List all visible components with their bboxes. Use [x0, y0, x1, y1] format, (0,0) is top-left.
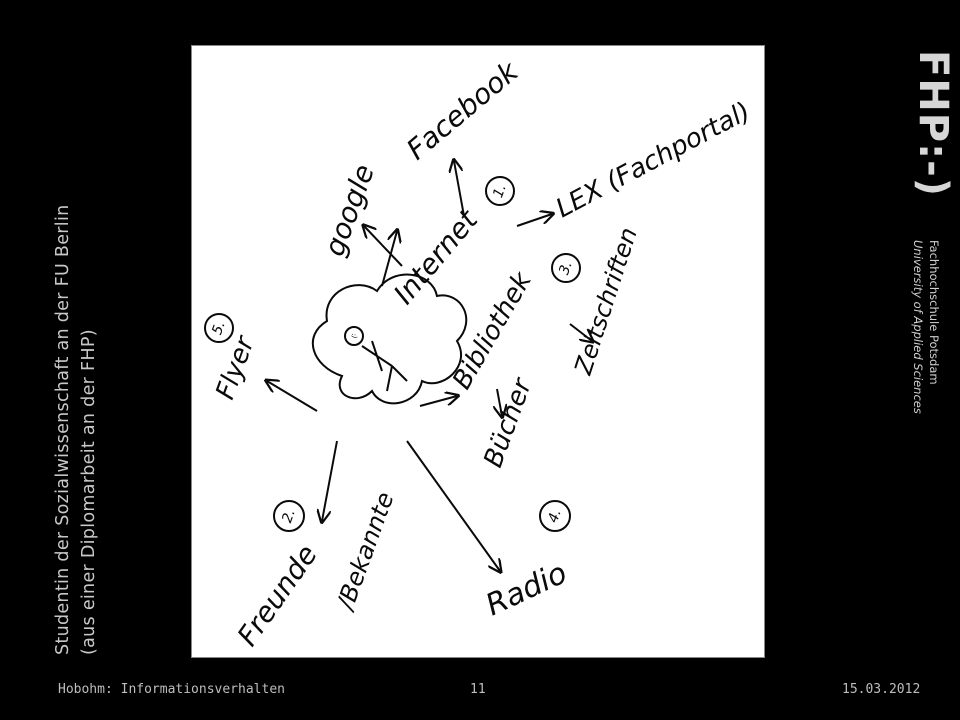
arrow-to-radio [406, 440, 500, 571]
number-1: 1. [490, 182, 510, 200]
number-3: 3. [556, 259, 576, 277]
page-number: 11 [470, 682, 486, 697]
caption-line-2: (aus einer Diplomarbeit an der FHP) [79, 329, 99, 655]
label-lex: LEX (Fachportal) [551, 97, 755, 225]
arrow-to-lex [516, 214, 552, 227]
label-zeitschriften: Zeitschriften [569, 224, 643, 379]
number-1-badge: 1. [485, 176, 515, 206]
footer-date: 15.03.2012 [842, 682, 921, 697]
label-buecher: Bücher [478, 373, 538, 472]
arrow-to-zeitschriften [569, 323, 592, 341]
label-radio: Radio [481, 556, 573, 624]
arrow-to-flyer [267, 381, 318, 412]
side-caption: Studentin der Sozialwissenschaft an der … [50, 135, 120, 655]
number-3-badge: 3. [551, 253, 581, 283]
number-5-badge: 5. [204, 313, 234, 343]
slide-footer: Hobohm: Informationsverhalten 11 15.03.2… [0, 680, 960, 702]
label-bekannte: /Bekannte [331, 488, 400, 615]
number-4: 4. [545, 507, 565, 525]
person-face: :) [350, 333, 358, 338]
arrow-to-facebook [454, 161, 465, 217]
number-4-badge: 4. [539, 500, 571, 532]
arrow-to-buecher [497, 388, 502, 416]
fhp-logo: FHP:-) [910, 50, 956, 197]
person-head [344, 326, 364, 346]
arrow-to-bibliothek [419, 396, 457, 407]
central-cloud [311, 273, 468, 405]
label-freunde: Freunde [231, 539, 324, 652]
mind-map-sketch: :) Facebook google Internet LEX (Fachpor… [204, 54, 755, 652]
caption-line-1: Studentin der Sozialwissenschaft an der … [53, 204, 73, 655]
label-facebook: Facebook [400, 54, 525, 167]
person-body [361, 340, 408, 392]
school-subtitle: University of Applied Sciences [911, 240, 925, 414]
arrow-to-freunde [322, 440, 338, 521]
number-2-badge: 2. [273, 500, 305, 532]
arrow-to-internet [381, 231, 397, 287]
footer-author-title: Hobohm: Informationsverhalten [58, 682, 285, 697]
number-5: 5. [209, 319, 229, 337]
number-2: 2. [279, 507, 299, 525]
school-name: Fachhochschule Potsdam [927, 240, 941, 385]
brand-block: FHP:-) Fachhochschule Potsdam University… [884, 50, 956, 530]
arrow-to-google [364, 226, 403, 267]
label-bibliothek: Bibliothek [447, 266, 538, 394]
sketch-image: :) Facebook google Internet LEX (Fachpor… [191, 45, 765, 658]
school-name-block: Fachhochschule Potsdam University of App… [910, 240, 942, 414]
label-google: google [318, 160, 381, 260]
